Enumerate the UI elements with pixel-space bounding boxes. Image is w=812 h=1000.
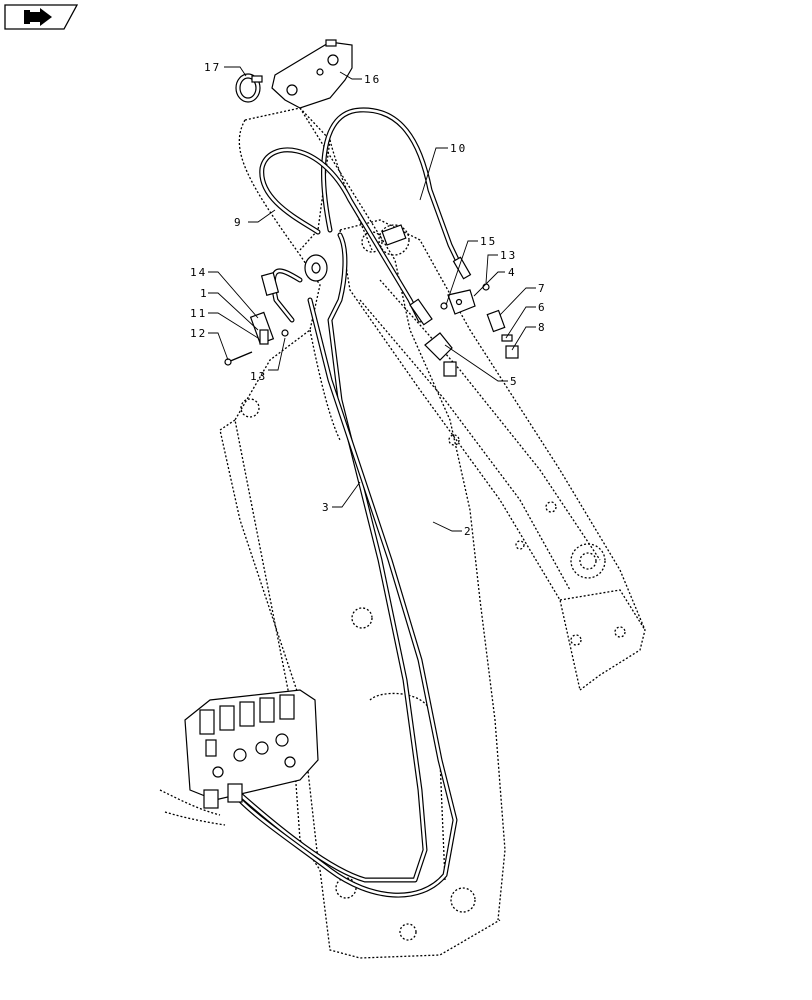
hose-3 bbox=[232, 232, 428, 883]
callout-16: 16 bbox=[364, 73, 381, 86]
forward-page-arrow-icon[interactable] bbox=[4, 4, 79, 30]
arm-outline bbox=[339, 219, 646, 691]
clamp-plate-16 bbox=[271, 39, 353, 109]
callout-3: 3 bbox=[322, 501, 331, 514]
hose-10 bbox=[321, 107, 465, 273]
control-valve-block bbox=[159, 689, 319, 826]
small-parts-right bbox=[424, 283, 519, 377]
hose-fittings bbox=[260, 224, 472, 326]
hose-2 bbox=[237, 297, 458, 898]
callout-5: 5 bbox=[510, 375, 519, 388]
callout-13-top: 13 bbox=[500, 249, 517, 262]
callout-labels: 17 16 10 9 15 13 4 7 6 8 14 1 11 12 13 5… bbox=[190, 61, 547, 538]
small-parts-left bbox=[224, 311, 289, 366]
hose-ring-17 bbox=[235, 73, 263, 103]
callout-2: 2 bbox=[464, 525, 473, 538]
boom-outline bbox=[219, 107, 506, 959]
callout-9: 9 bbox=[234, 216, 243, 229]
callout-leaders bbox=[208, 66, 536, 532]
callout-13-left: 13 bbox=[250, 370, 267, 383]
callout-6: 6 bbox=[538, 301, 547, 314]
callout-8: 8 bbox=[538, 321, 547, 334]
hose-9 bbox=[259, 147, 423, 323]
callout-1: 1 bbox=[200, 287, 209, 300]
callout-14: 14 bbox=[190, 266, 207, 279]
callout-11: 11 bbox=[190, 307, 207, 320]
callout-17: 17 bbox=[204, 61, 221, 74]
callout-4: 4 bbox=[508, 266, 517, 279]
hose-1 bbox=[271, 268, 303, 323]
callout-12: 12 bbox=[190, 327, 207, 340]
callout-15: 15 bbox=[480, 235, 497, 248]
callout-10: 10 bbox=[450, 142, 467, 155]
callout-7: 7 bbox=[538, 282, 547, 295]
